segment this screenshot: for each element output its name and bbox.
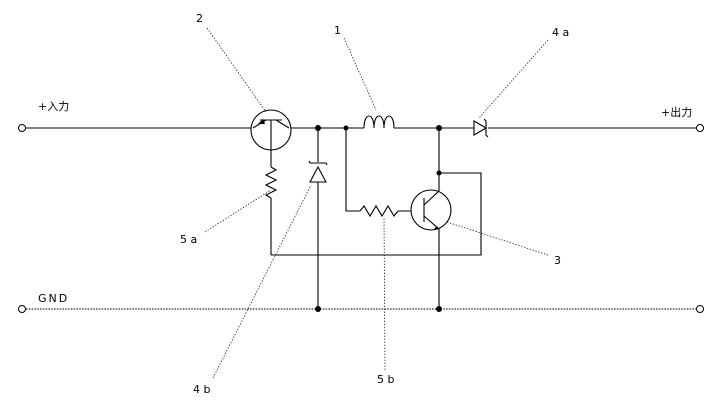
input-terminal <box>18 124 26 132</box>
resistor-icon <box>264 150 278 255</box>
base-return-wire <box>271 172 482 256</box>
ref-label-1: 1 <box>334 24 341 37</box>
zener-diode-icon <box>308 128 328 309</box>
junction-dot <box>436 125 442 131</box>
junction-dot <box>315 306 321 312</box>
ref-label-4b: 4 b <box>193 383 210 396</box>
ref-label-3: 3 <box>554 254 561 267</box>
input-label: +入力 <box>38 100 69 113</box>
output-label: +出力 <box>661 105 692 119</box>
gnd-terminal-left <box>18 305 26 313</box>
gnd-terminal-right <box>696 305 704 313</box>
gnd-label: GND <box>38 292 69 305</box>
output-terminal <box>696 124 704 132</box>
npn-transistor-icon <box>410 128 452 309</box>
junction-dot <box>436 170 442 176</box>
ref-label-5b: 5 b <box>377 373 394 386</box>
leader-lines <box>204 27 549 379</box>
ref-label-4a: 4 a <box>552 26 569 39</box>
pnp-transistor-icon <box>250 109 292 151</box>
ref-label-5a: 5 a <box>180 233 197 246</box>
ref-label-2: 2 <box>196 12 203 25</box>
junction-dot <box>436 306 442 312</box>
diode-icon <box>473 118 489 138</box>
inductor-icon <box>363 115 395 129</box>
